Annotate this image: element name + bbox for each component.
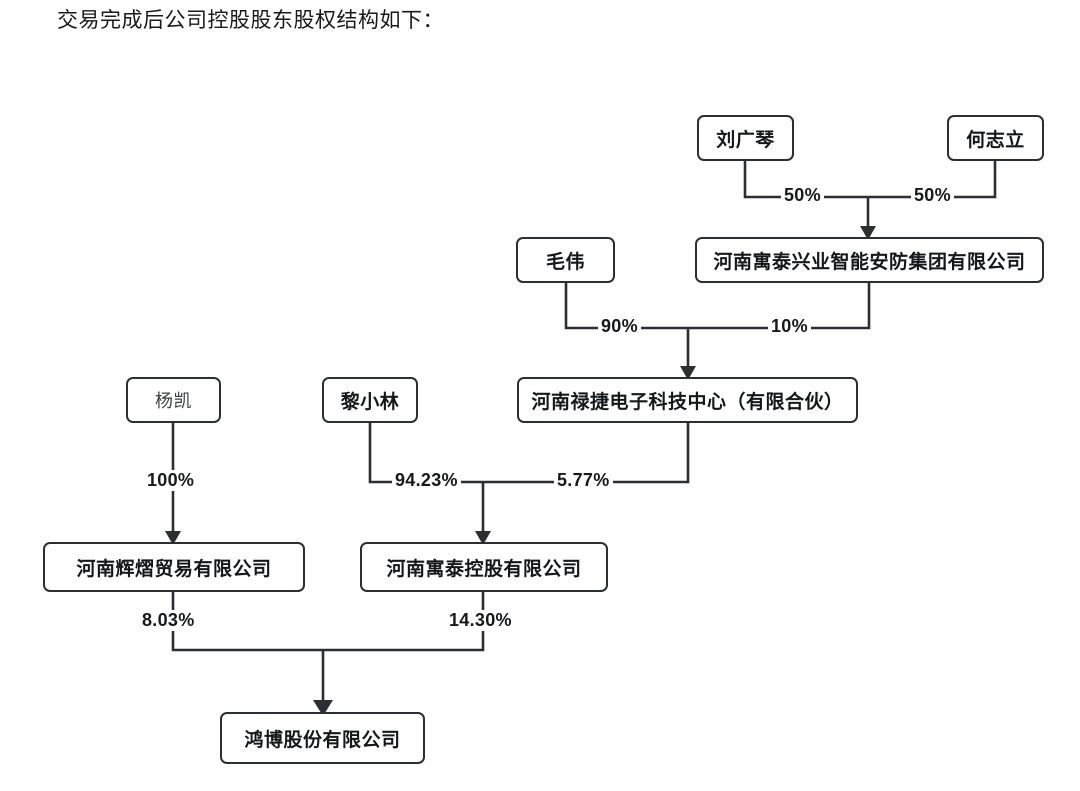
edge-yutai-to-lujie bbox=[688, 283, 871, 330]
node-label: 河南寓泰控股有限公司 bbox=[386, 558, 582, 580]
page-title: 交易完成后公司控股股东股权结构如下： bbox=[57, 8, 444, 32]
node-label: 杨凯 bbox=[155, 391, 192, 411]
arrowhead-huiyi bbox=[165, 531, 181, 545]
arrowhead-hongbo bbox=[313, 700, 333, 716]
node-label: 河南禄捷电子科技中心（有限合伙） bbox=[531, 391, 844, 413]
arrowhead-lujie bbox=[680, 366, 696, 380]
edge-hezhili-to-yutai bbox=[868, 161, 997, 199]
node-henan-huiyi-trading[interactable]: 河南辉熠贸易有限公司 bbox=[43, 542, 305, 592]
node-liuguangqin[interactable]: 刘广琴 bbox=[697, 115, 794, 161]
node-henan-lujie[interactable]: 河南禄捷电子科技中心（有限合伙） bbox=[517, 377, 858, 423]
node-lixiaolin[interactable]: 黎小林 bbox=[322, 377, 418, 423]
edge-label-lujie-577: 5.77% bbox=[554, 470, 613, 491]
edge-lujie-to-yutaikongu bbox=[483, 423, 690, 484]
edge-label-yangkai-100: 100% bbox=[144, 470, 198, 491]
arrowhead-yutaikongu bbox=[475, 531, 491, 545]
node-henan-yutai-xingye[interactable]: 河南寓泰兴业智能安防集团有限公司 bbox=[695, 237, 1044, 283]
edge-label-yutaikongu-1430: 14.30% bbox=[446, 610, 515, 631]
edge-label-yutai-10: 10% bbox=[768, 316, 811, 337]
edge-liuguangqin-to-yutai bbox=[743, 161, 868, 199]
node-label: 鸿博股份有限公司 bbox=[244, 729, 401, 751]
edge-maowei-to-lujie bbox=[564, 283, 688, 330]
edge-label-liuguangqin-50: 50% bbox=[781, 185, 824, 206]
node-label: 何志立 bbox=[966, 129, 1025, 151]
edge-label-hezhili-50: 50% bbox=[911, 185, 954, 206]
arrowhead-yutai bbox=[860, 226, 876, 240]
edge-label-huiyi-803: 8.03% bbox=[139, 610, 198, 631]
node-label: 毛伟 bbox=[545, 251, 585, 273]
node-henan-yutai-holding[interactable]: 河南寓泰控股有限公司 bbox=[360, 542, 608, 592]
node-label: 河南辉熠贸易有限公司 bbox=[76, 558, 272, 580]
node-label: 河南寓泰兴业智能安防集团有限公司 bbox=[713, 251, 1026, 273]
edge-label-maowei-90: 90% bbox=[598, 316, 641, 337]
node-maowei[interactable]: 毛伟 bbox=[516, 237, 615, 283]
node-label: 黎小林 bbox=[340, 391, 400, 413]
node-hongbo[interactable]: 鸿博股份有限公司 bbox=[220, 712, 425, 764]
node-hezhili[interactable]: 何志立 bbox=[947, 115, 1044, 161]
edge-label-lixiaolin-9423: 94.23% bbox=[392, 470, 461, 491]
node-label: 刘广琴 bbox=[716, 129, 775, 151]
node-yangkai[interactable]: 杨凯 bbox=[126, 377, 221, 423]
